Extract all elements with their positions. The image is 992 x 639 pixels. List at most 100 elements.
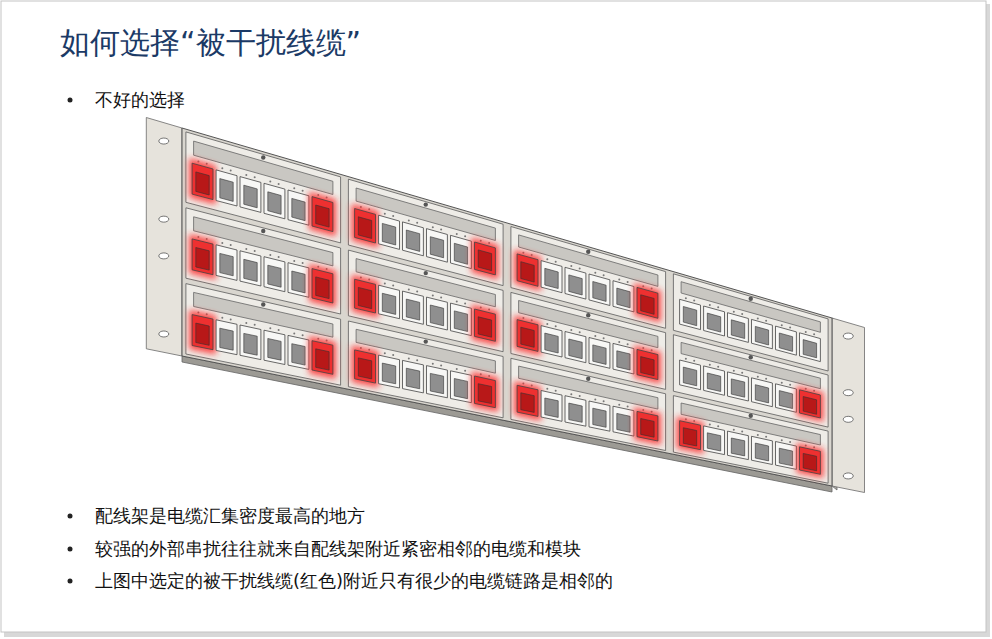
port-opening <box>683 367 696 386</box>
port-dot <box>278 329 280 331</box>
port-dot <box>464 235 466 237</box>
port-dot <box>293 332 295 334</box>
highlighted-port <box>517 320 538 352</box>
rj45-port <box>728 431 749 460</box>
port-opening <box>755 326 768 345</box>
screw <box>749 355 753 359</box>
rj45-port <box>613 406 634 436</box>
port-opening <box>316 205 329 227</box>
port-dot <box>546 258 548 260</box>
port-dot <box>392 285 394 287</box>
rj45-port <box>379 285 400 319</box>
port-opening <box>521 327 534 347</box>
port-glow <box>471 372 498 412</box>
port-dot <box>392 215 394 217</box>
port-opening <box>731 379 744 397</box>
rj45-port <box>704 366 725 395</box>
port-opening <box>617 351 630 370</box>
port-dot <box>293 260 295 262</box>
screw <box>586 249 590 253</box>
port-dot <box>269 254 271 256</box>
port-dot <box>693 360 695 362</box>
rj45-port <box>776 384 797 413</box>
port-opening <box>569 339 582 359</box>
port-dot <box>293 187 295 189</box>
rj45-port <box>288 190 309 225</box>
port-dot <box>741 313 743 315</box>
port-dot <box>570 393 572 395</box>
highlighted-port <box>680 421 701 450</box>
port-dot <box>685 358 687 360</box>
port-opening <box>707 373 720 392</box>
rj45-port <box>541 326 562 357</box>
mount-hole <box>843 473 853 479</box>
port-glow <box>309 192 336 237</box>
port-dot <box>440 365 442 367</box>
port-opening <box>641 419 654 438</box>
port-dot <box>302 262 304 264</box>
port-opening <box>617 413 630 432</box>
port-dot <box>579 395 581 397</box>
rj45-port <box>752 319 773 348</box>
mount-hole <box>159 138 169 144</box>
port-opening <box>593 282 606 302</box>
port-dot <box>717 306 719 308</box>
port-dot <box>781 439 783 441</box>
port-dot <box>278 183 280 185</box>
rj45-port <box>288 335 309 369</box>
port-dot <box>416 222 418 224</box>
port-dot <box>781 382 783 384</box>
screw <box>586 313 590 317</box>
screw <box>261 229 265 233</box>
bullet-text: 上图中选定的被干扰线缆(红色)附近只有很少的电缆链路是相邻的 <box>95 569 613 593</box>
port-dot <box>546 388 548 390</box>
rj45-port <box>613 281 634 312</box>
port-opening <box>755 385 768 403</box>
port-dot <box>618 404 620 406</box>
rj45-port <box>264 183 285 219</box>
port-opening <box>478 317 491 337</box>
port-glow <box>634 283 661 322</box>
port-dot <box>464 303 466 305</box>
port-dot <box>432 363 434 365</box>
highlighted-port <box>312 341 333 375</box>
port-opening <box>220 179 233 202</box>
highlighted-port <box>637 411 658 441</box>
highlighted-port <box>800 390 821 418</box>
port-opening <box>406 299 419 320</box>
port-opening <box>430 305 443 326</box>
rj45-port <box>427 297 448 330</box>
port-glow <box>352 204 379 248</box>
port-dot <box>408 289 410 291</box>
port-opening <box>406 230 419 251</box>
rj45-port <box>216 245 237 281</box>
port-dot <box>245 174 247 176</box>
port-dot <box>618 279 620 281</box>
module-plate <box>348 321 503 418</box>
port-dot <box>765 320 767 322</box>
port-dot <box>384 283 386 285</box>
rj45-port <box>589 274 610 306</box>
rj45-port <box>379 215 400 249</box>
port-opening <box>779 333 792 351</box>
rj45-port <box>264 257 285 292</box>
highlighted-port <box>517 254 538 286</box>
port-dot <box>546 323 548 325</box>
mount-hole <box>843 333 853 339</box>
slide-title: 如何选择“被干扰线缆” <box>60 24 361 62</box>
port-dot <box>741 431 743 433</box>
port-dot <box>416 291 418 293</box>
highlighted-port <box>355 279 376 313</box>
rj45-port <box>728 372 749 401</box>
port-opening <box>358 287 371 308</box>
highlighted-port <box>355 350 376 383</box>
rj45-port <box>728 313 749 343</box>
port-dot <box>579 267 581 269</box>
bullet-text: 配线架是电缆汇集密度最高的地方 <box>95 504 365 528</box>
port-dot <box>269 327 271 329</box>
port-dot <box>781 324 783 326</box>
port-glow <box>471 237 498 279</box>
screw <box>424 339 428 343</box>
port-opening <box>316 277 329 299</box>
